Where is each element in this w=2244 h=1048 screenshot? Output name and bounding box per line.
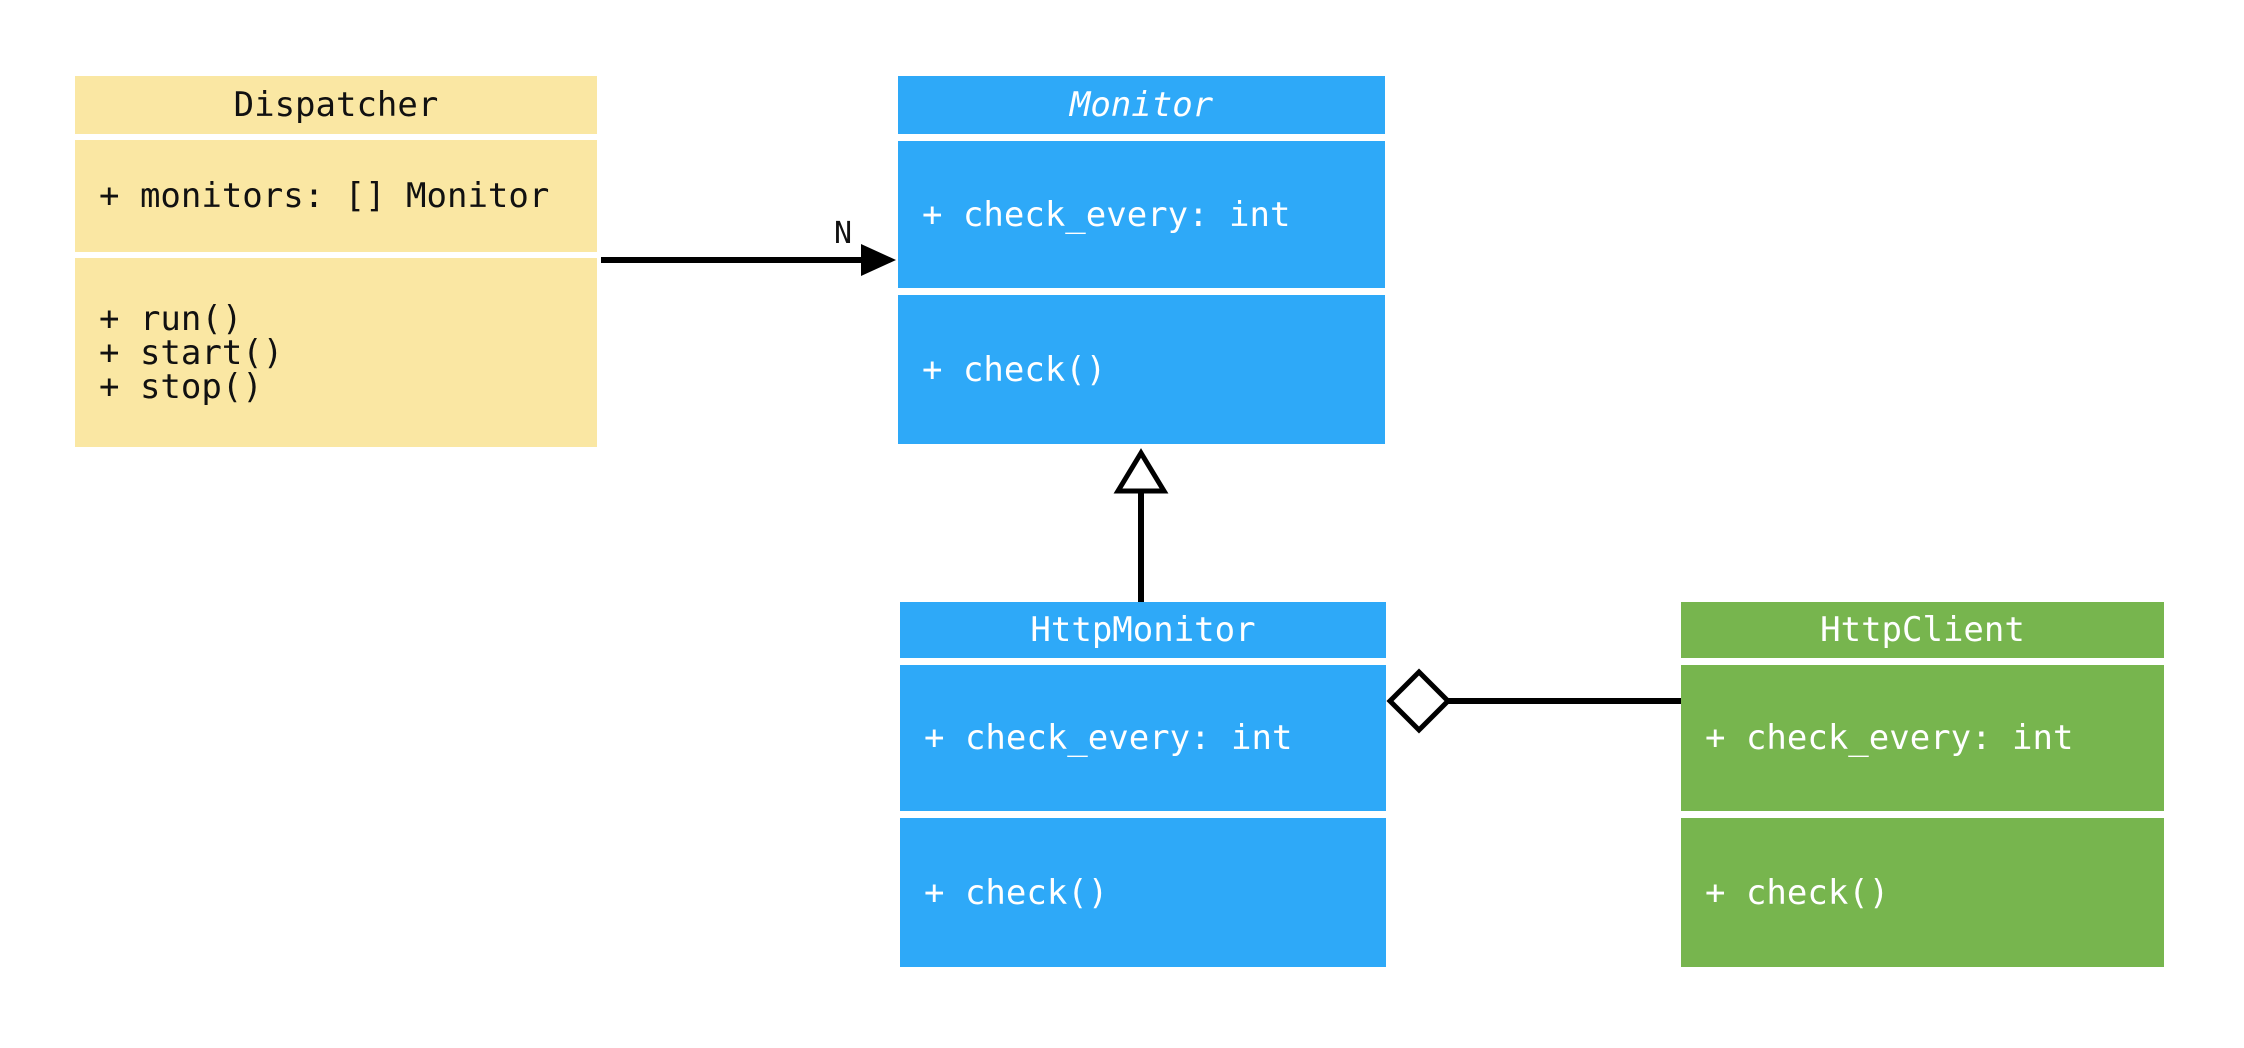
method-row: + check() xyxy=(922,349,1107,390)
class-attributes-compartment: + monitors: [] Monitor xyxy=(75,140,597,252)
aggregation-edge xyxy=(1386,668,1681,734)
class-attributes-compartment: + check_every: int xyxy=(900,665,1386,811)
class-methods-compartment: + check() xyxy=(898,295,1385,444)
class-title-bar: HttpClient xyxy=(1681,602,2164,658)
class-title-bar: Monitor xyxy=(898,76,1385,134)
filled-arrowhead xyxy=(861,244,896,276)
class-node-httpclient: HttpClient + check_every: int + check() xyxy=(1681,602,2164,967)
class-methods-compartment: + check() xyxy=(1681,818,2164,967)
method-row: + check() xyxy=(1705,872,1890,913)
class-attributes-compartment: + check_every: int xyxy=(1681,665,2164,811)
class-name: Dispatcher xyxy=(233,85,439,125)
inheritance-edge xyxy=(1113,448,1169,602)
attribute-row: + check_every: int xyxy=(1705,718,2074,758)
class-title-bar: HttpMonitor xyxy=(900,602,1386,658)
hollow-diamond xyxy=(1386,668,1452,734)
hollow-triangle-arrowhead xyxy=(1113,448,1169,494)
class-methods-compartment: + check() xyxy=(900,818,1386,967)
class-name: Monitor xyxy=(1069,85,1214,125)
method-row: + run() xyxy=(99,298,243,339)
class-title-bar: Dispatcher xyxy=(75,76,597,134)
class-node-httpmonitor: HttpMonitor + check_every: int + check() xyxy=(900,602,1386,967)
class-methods-compartment: + run() + start() + stop() xyxy=(75,258,597,447)
attribute-row: + check_every: int xyxy=(924,718,1293,758)
multiplicity-label: N xyxy=(834,216,852,251)
method-row: + stop() xyxy=(99,366,263,407)
class-node-dispatcher: Dispatcher + monitors: [] Monitor + run(… xyxy=(75,76,597,447)
attribute-row: + monitors: [] Monitor xyxy=(99,176,550,216)
method-row: + start() xyxy=(99,332,284,373)
class-name: HttpMonitor xyxy=(1030,610,1256,650)
attribute-row: + check_every: int xyxy=(922,194,1291,235)
method-row: + check() xyxy=(924,872,1109,913)
class-attributes-compartment: + check_every: int xyxy=(898,141,1385,288)
class-name: HttpClient xyxy=(1820,610,2025,650)
association-edge: N xyxy=(601,216,896,276)
class-node-monitor: Monitor + check_every: int + check() xyxy=(898,76,1385,444)
